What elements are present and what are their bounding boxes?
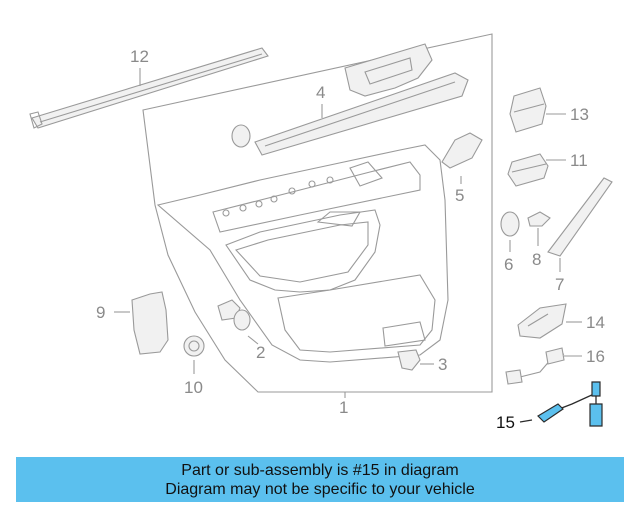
small-clip — [527, 211, 551, 227]
push-clip — [217, 299, 251, 331]
lock-switch — [507, 153, 549, 187]
edge-trim — [547, 177, 613, 257]
grommet — [500, 211, 520, 237]
belt-molding-strip — [29, 47, 269, 129]
wiring-harness — [505, 347, 565, 385]
callout-13: 13 — [570, 105, 589, 124]
callout-10: 10 — [184, 378, 203, 397]
inner-handle-bracket — [344, 43, 433, 97]
callout-16: 16 — [586, 347, 605, 366]
callout-2: 2 — [256, 343, 265, 362]
callout-7: 7 — [555, 275, 564, 294]
callout-6: 6 — [504, 255, 513, 274]
window-switch — [509, 87, 547, 133]
callout-1: 1 — [339, 398, 348, 417]
grommet-on-panel — [231, 124, 251, 148]
side-bracket — [131, 291, 169, 355]
callout-9: 9 — [96, 303, 105, 322]
callout-14: 14 — [586, 313, 605, 332]
pull-handle-trim — [254, 72, 469, 156]
callout-8: 8 — [532, 250, 541, 269]
retainer-clip — [397, 349, 421, 371]
caption-line-2: Diagram may not be specific to your vehi… — [165, 481, 475, 498]
trim-cover — [517, 303, 567, 339]
callout-4: 4 — [316, 83, 325, 102]
callout-3: 3 — [438, 355, 447, 374]
callout-5: 5 — [455, 186, 464, 205]
parts-diagram: 1 2 3 4 5 6 7 8 9 10 11 12 13 14 16 15 — [29, 33, 613, 432]
caption-line-1: Part or sub-assembly is #15 in diagram — [181, 462, 459, 479]
handle-cap — [441, 132, 483, 169]
caption-banner: Part or sub-assembly is #15 in diagram D… — [16, 457, 624, 502]
callout-12: 12 — [130, 47, 149, 66]
callout-15: 15 — [496, 413, 515, 432]
callout-11: 11 — [570, 151, 588, 170]
round-cap — [183, 335, 205, 357]
highlighted-cable — [537, 381, 603, 427]
